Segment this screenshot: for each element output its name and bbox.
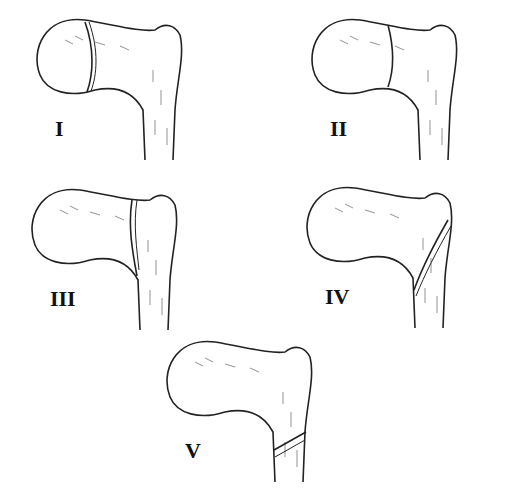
type-label: II (330, 118, 347, 140)
femur-type-4 (307, 188, 452, 328)
femur-type-5 (167, 342, 312, 482)
type-label: III (50, 288, 76, 310)
femur-type-1 (37, 20, 182, 160)
type-label: IV (325, 286, 349, 308)
type-label: V (185, 440, 201, 462)
type-label: I (55, 118, 64, 140)
femur-type-2 (312, 20, 457, 160)
femur-type-3 (32, 190, 177, 330)
